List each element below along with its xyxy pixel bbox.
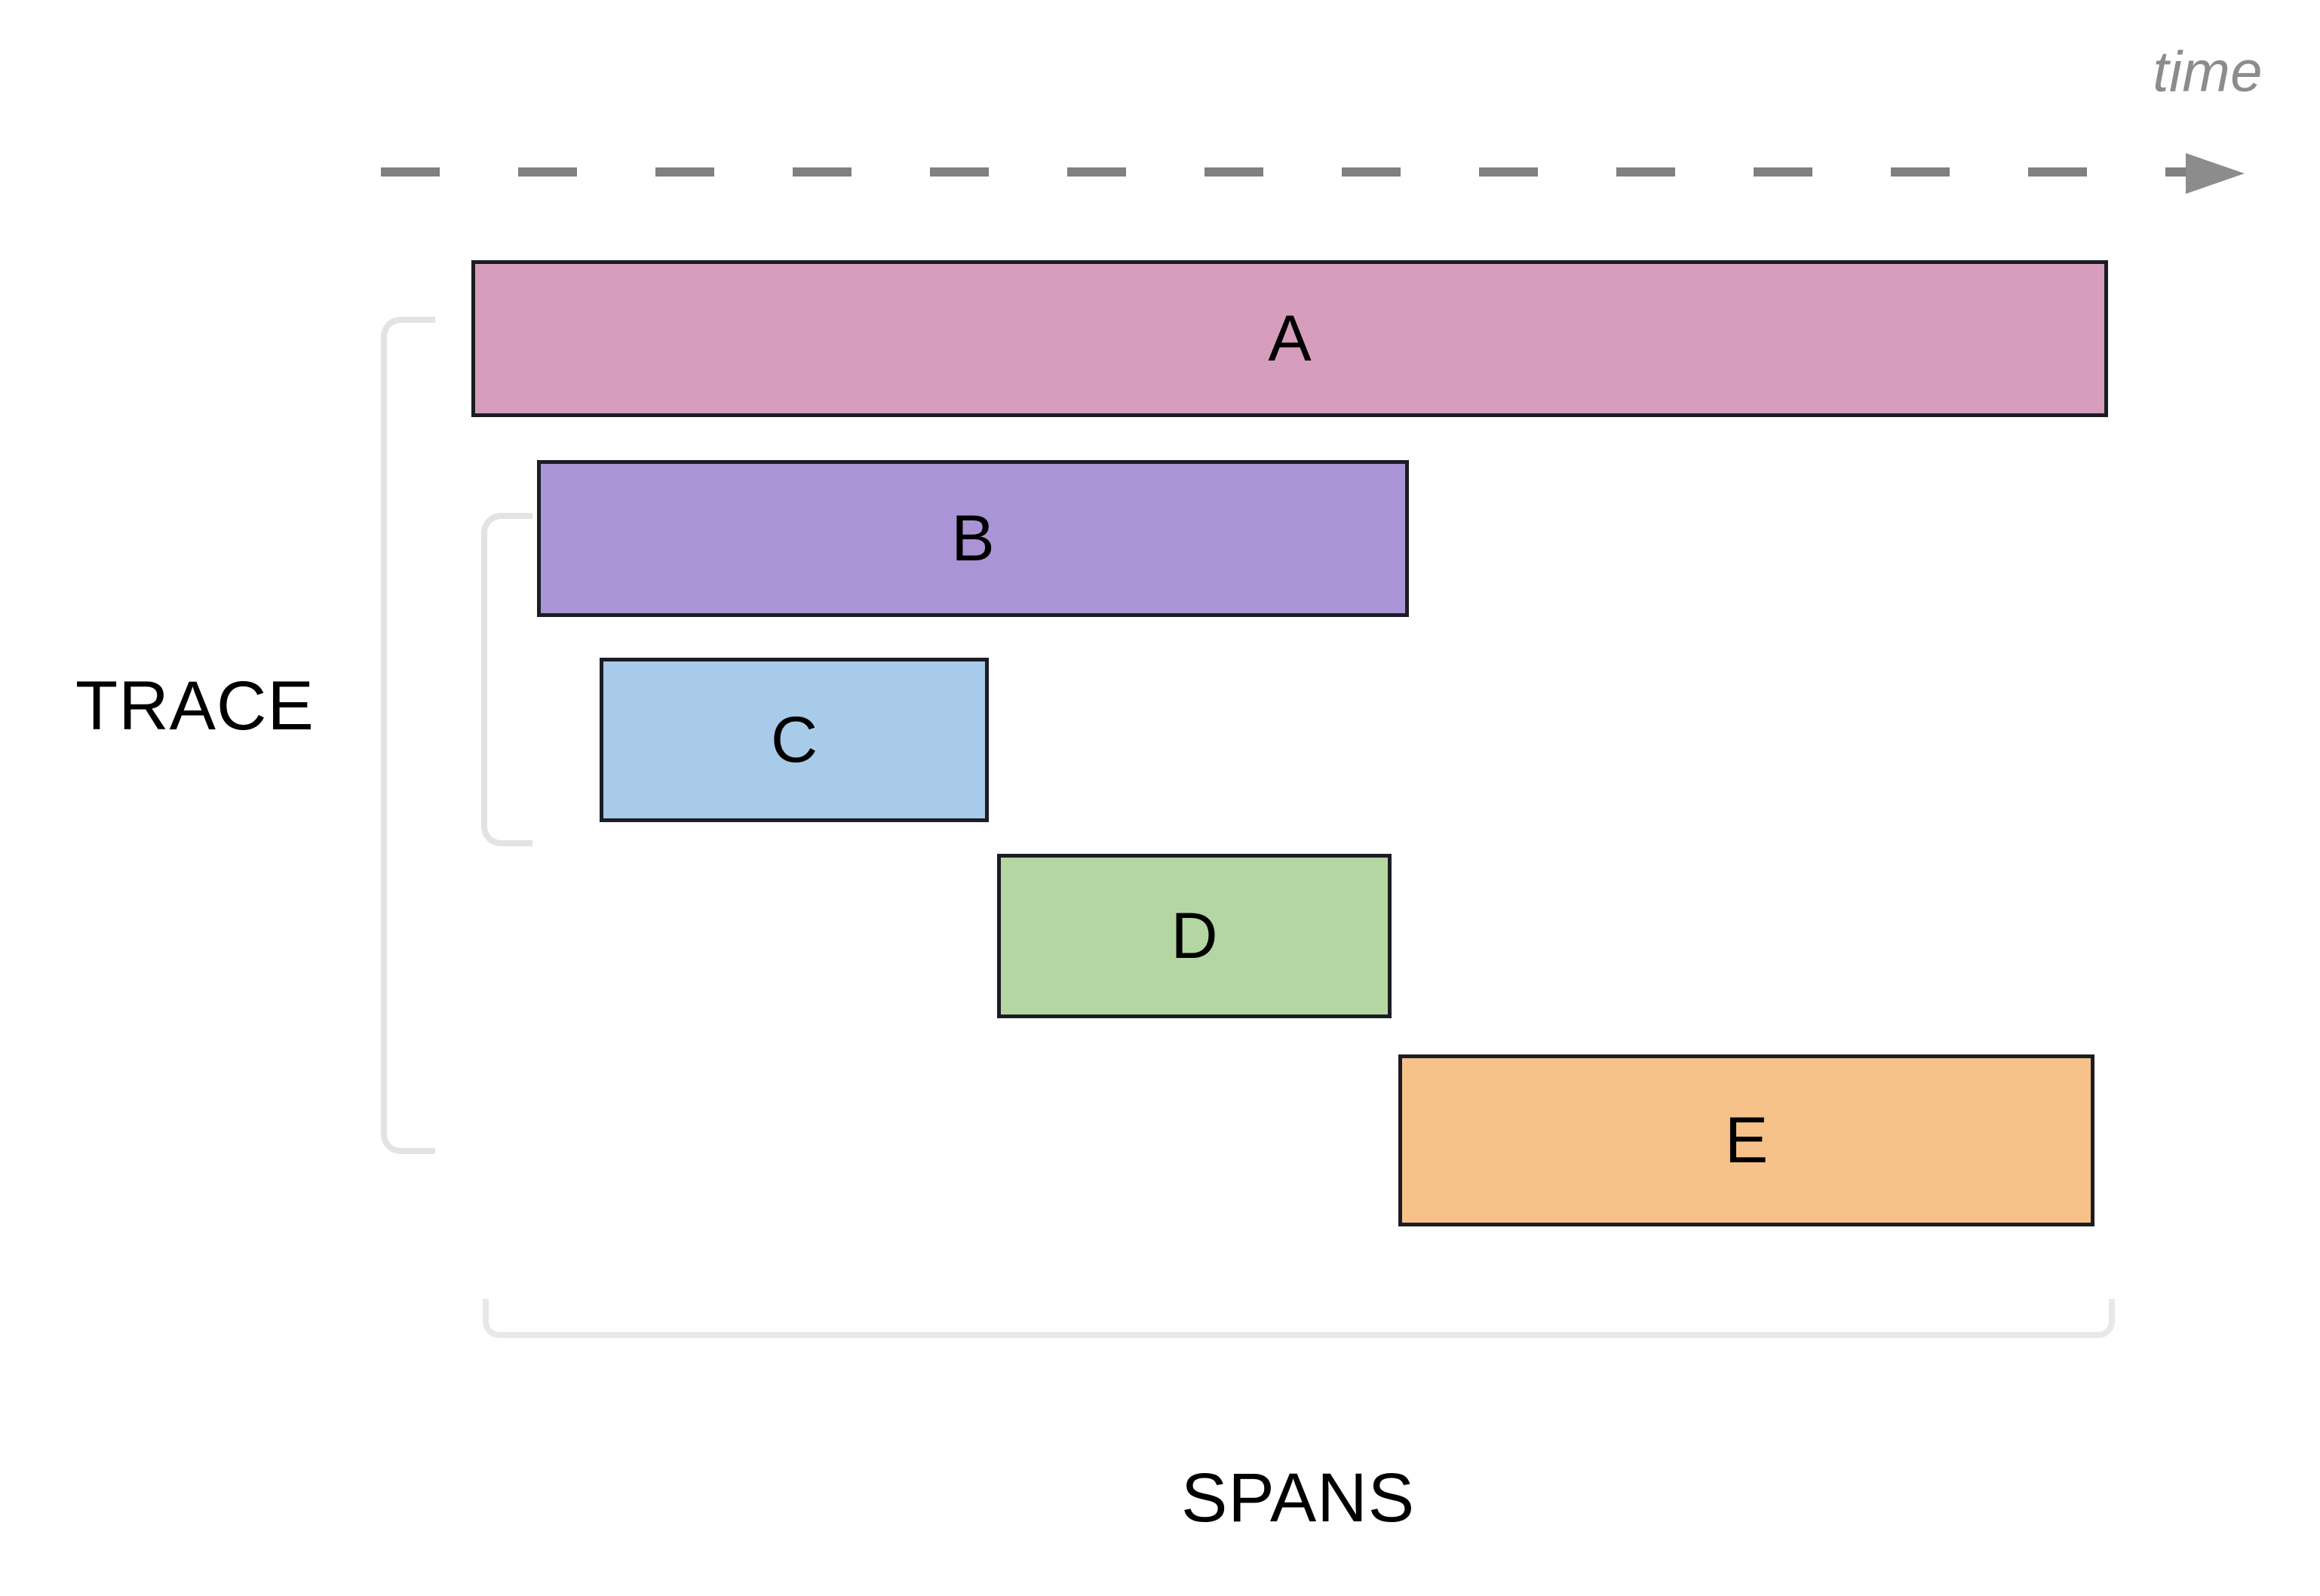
span-label-d: D [1171,900,1218,972]
spans-label: SPANS [1181,1459,1416,1536]
arrow-right-icon [2186,153,2245,194]
span-label-b: B [951,502,995,575]
span-bar-b[interactable]: B [537,460,1409,617]
trace-label: TRACE [75,668,315,744]
time-axis-label: time [2153,40,2263,104]
spans-bracket [483,1299,2115,1338]
span-bar-e[interactable]: E [1398,1054,2094,1226]
trace-bracket [381,317,435,1154]
span-label-a: A [1268,302,1312,375]
time-axis-dashed-line [381,167,2206,176]
span-bar-c[interactable]: C [600,658,989,822]
span-label-e: E [1724,1104,1769,1177]
span-bar-a[interactable]: A [471,260,2108,417]
span-label-c: C [770,704,818,776]
span-bar-d[interactable]: D [997,854,1392,1018]
child-spans-bracket [481,513,532,846]
